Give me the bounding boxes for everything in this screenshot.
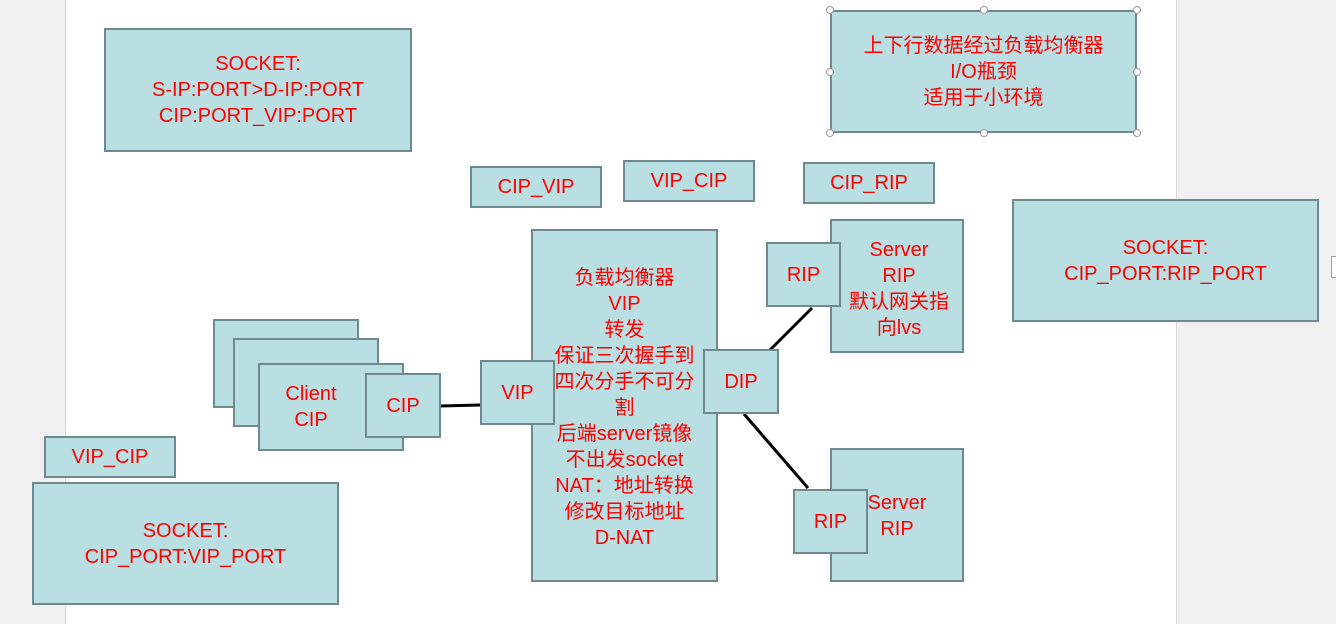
client-ip: CIP xyxy=(294,409,328,431)
lb-dip-port[interactable]: DIP xyxy=(703,349,779,414)
lb-line-6: 割 xyxy=(614,397,635,419)
server-top-line-1: Server xyxy=(869,239,929,261)
dip-to-server-bottom-connector xyxy=(742,413,810,489)
client-name: Client xyxy=(285,383,337,405)
lb-line-2: VIP xyxy=(608,293,641,315)
flow-label-vip-cip-left[interactable]: VIP_CIP xyxy=(44,436,176,478)
socket-top-line-2: S-IP:PORT>D-IP:PORT xyxy=(151,79,365,101)
resize-handle-tl[interactable] xyxy=(826,6,834,14)
lb-line-7: 后端server镜像 xyxy=(556,423,693,445)
server-node-top[interactable]: Server RIP 默认网关指 向lvs xyxy=(830,219,964,353)
lb-line-10: 修改目标地址 xyxy=(564,501,685,523)
load-balancer-node[interactable]: 负载均衡器 VIP 转发 保证三次握手到 四次分手不可分 割 后端server镜… xyxy=(531,229,718,582)
client-cip-port-label: CIP xyxy=(386,394,420,417)
note-line-3: 适用于小环境 xyxy=(923,86,1044,109)
server-top-rip-port[interactable]: RIP xyxy=(766,242,841,307)
server-bottom-rip-port-label: RIP xyxy=(813,510,848,533)
lb-dip-port-label: DIP xyxy=(724,370,758,393)
resize-handle-tm[interactable] xyxy=(980,6,988,14)
lb-line-8: 不出发socket xyxy=(565,449,684,471)
socket-right-line-1: SOCKET: xyxy=(1122,236,1209,259)
note-box-lb-bottleneck[interactable]: 上下行数据经过负载均衡器 I/O瓶颈 适用于小环境 xyxy=(830,10,1137,133)
server-top-rip-port-label: RIP xyxy=(786,263,821,286)
socket-bottom-line-1: SOCKET: xyxy=(142,519,229,542)
client-to-vip-connector xyxy=(439,403,481,408)
note-line-1: 上下行数据经过负载均衡器 xyxy=(863,34,1104,57)
dip-to-server-top-connector xyxy=(768,306,814,352)
socket-info-box-top[interactable]: SOCKET: S-IP:PORT>D-IP:PORT CIP:PORT_VIP… xyxy=(104,28,412,152)
socket-top-line-1: SOCKET: xyxy=(215,53,301,75)
resize-handle-bm[interactable] xyxy=(980,129,988,137)
server-top-line-2: RIP xyxy=(882,265,916,287)
flow-label-cip-vip-text: CIP_VIP xyxy=(497,176,575,198)
flow-label-vip-cip-text: VIP_CIP xyxy=(650,170,728,192)
resize-handle-br[interactable] xyxy=(1133,129,1141,137)
server-bottom-rip-port[interactable]: RIP xyxy=(793,489,868,554)
lb-line-5: 四次分手不可分 xyxy=(554,371,695,393)
resize-handle-tr[interactable] xyxy=(1133,6,1141,14)
socket-info-box-right[interactable]: SOCKET: CIP_PORT:RIP_PORT xyxy=(1012,199,1319,322)
socket-info-box-bottom[interactable]: SOCKET: CIP_PORT:VIP_PORT xyxy=(32,482,339,605)
resize-handle-bl[interactable] xyxy=(826,129,834,137)
resize-handle-ml[interactable] xyxy=(826,68,834,76)
lb-line-9: NAT：地址转换 xyxy=(555,475,694,497)
lb-vip-port[interactable]: VIP xyxy=(480,360,555,425)
server-bottom-line-1: Server xyxy=(867,492,927,514)
socket-top-line-3: CIP:PORT_VIP:PORT xyxy=(158,105,358,127)
lb-line-11: D-NAT xyxy=(594,527,655,549)
flow-label-vip-cip[interactable]: VIP_CIP xyxy=(623,160,755,202)
note-line-2: I/O瓶颈 xyxy=(950,60,1017,83)
flow-label-vip-cip-left-text: VIP_CIP xyxy=(71,446,149,468)
server-top-line-3: 默认网关指 xyxy=(849,291,949,313)
pane-edge-marker[interactable] xyxy=(1331,256,1336,278)
flow-label-cip-rip[interactable]: CIP_RIP xyxy=(803,162,935,204)
flow-label-cip-rip-text: CIP_RIP xyxy=(830,172,908,194)
lb-vip-port-label: VIP xyxy=(501,381,534,404)
resize-handle-mr[interactable] xyxy=(1133,68,1141,76)
lb-line-1: 负载均衡器 xyxy=(574,267,675,289)
lb-line-3: 转发 xyxy=(604,319,645,341)
lb-line-4: 保证三次握手到 xyxy=(554,345,695,367)
socket-right-line-2: CIP_PORT:RIP_PORT xyxy=(1064,262,1267,285)
server-bottom-line-2: RIP xyxy=(880,518,914,540)
socket-bottom-line-2: CIP_PORT:VIP_PORT xyxy=(84,545,287,568)
server-top-line-4: 向lvs xyxy=(876,317,922,339)
client-cip-port[interactable]: CIP xyxy=(365,373,441,438)
flow-label-cip-vip[interactable]: CIP_VIP xyxy=(470,166,602,208)
